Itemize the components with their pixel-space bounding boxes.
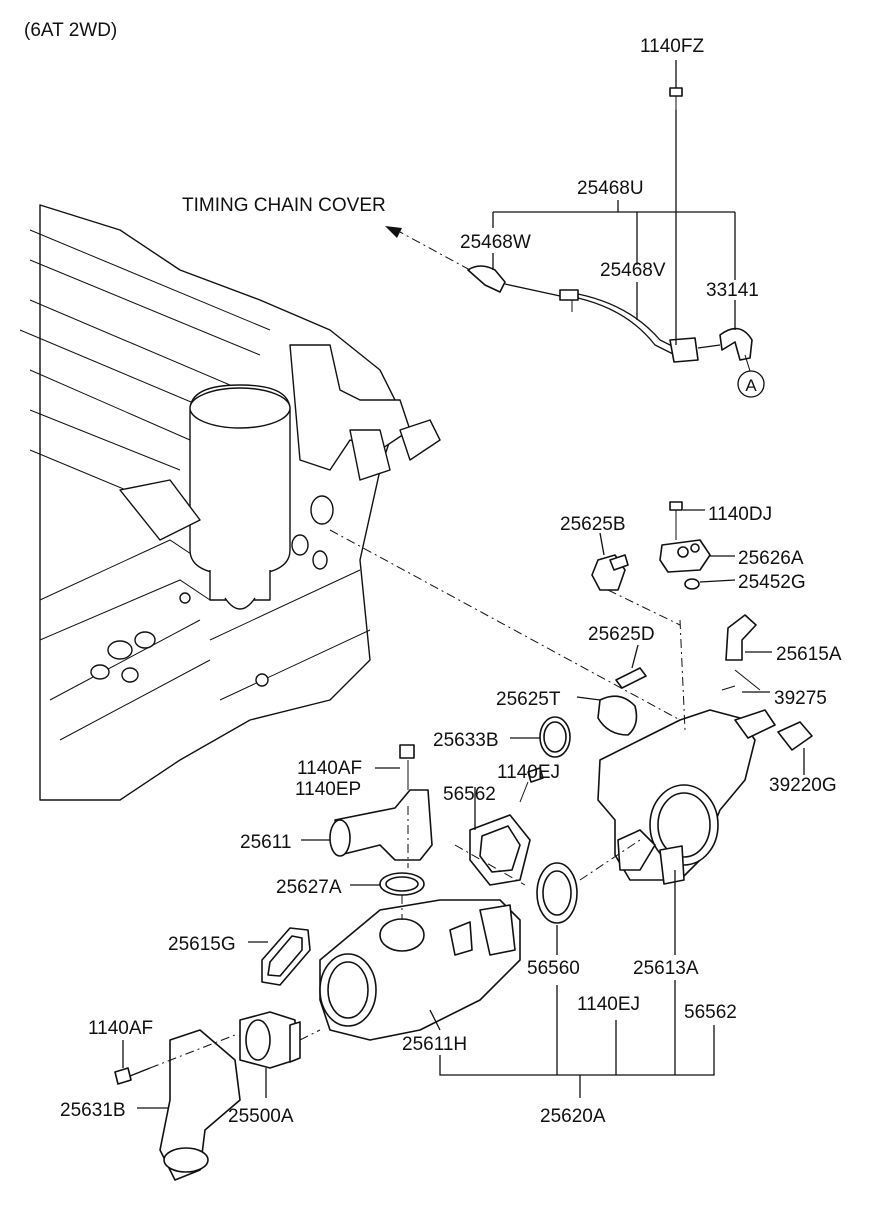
part-label-25625d: 25625D [588, 624, 655, 645]
part-label-25613a: 25613A [633, 958, 699, 979]
part-label-25620a: 25620A [540, 1106, 606, 1127]
part-label-25615a: 25615A [776, 644, 842, 665]
reference-marker-circle [737, 370, 765, 398]
diagram-title: (6AT 2WD) [24, 20, 117, 41]
part-label-25626a: 25626A [738, 548, 804, 569]
part-label-1140dj: 1140DJ [708, 504, 772, 525]
part-label-39275: 39275 [774, 688, 827, 709]
part-label-25625b: 25625B [560, 514, 626, 535]
leader-lines [122, 60, 805, 1109]
part-label-1140af-upper: 1140AF [297, 758, 362, 779]
timing-chain-cover-label: TIMING CHAIN COVER [182, 195, 386, 216]
part-label-56560: 56560 [527, 958, 580, 979]
part-label-25468v: 25468V [600, 260, 666, 281]
bypass-hose-assembly [467, 87, 753, 363]
part-label-56562-lower: 56562 [684, 1002, 737, 1023]
part-label-25625t: 25625T [496, 689, 561, 710]
part-label-25631b: 25631B [60, 1100, 126, 1121]
part-label-25633b: 25633B [433, 730, 499, 751]
part-label-1140ep: 1140EP [295, 779, 361, 800]
part-label-56562-upper: 56562 [443, 784, 496, 805]
part-label-1140fz: 1140FZ [640, 36, 704, 57]
engine-block-illustration [19, 204, 441, 801]
part-label-39220g: 39220G [769, 775, 837, 796]
part-label-25611h: 25611H [402, 1034, 467, 1055]
part-label-33141: 33141 [706, 280, 759, 301]
reference-marker-a: A [745, 376, 757, 395]
part-label-25627a: 25627A [276, 877, 342, 898]
part-label-25468u: 25468U [577, 178, 644, 199]
part-label-1140ej-lower: 1140EJ [577, 994, 640, 1015]
part-label-25611: 25611 [240, 832, 291, 853]
part-label-25500a: 25500A [228, 1106, 294, 1127]
part-label-25468w: 25468W [460, 232, 531, 253]
part-label-25452g: 25452G [738, 572, 806, 593]
thermostat-housing-illustration [114, 501, 813, 1181]
part-label-1140ej-upper: 1140EJ [497, 762, 560, 783]
assembly-dash-lines [149, 529, 686, 1069]
timing-chain-cover-leader [399, 231, 471, 271]
timing-chain-cover-arrow-icon [385, 226, 402, 238]
part-label-25615g: 25615G [168, 934, 236, 955]
part-label-1140af-lower: 1140AF [88, 1018, 153, 1039]
